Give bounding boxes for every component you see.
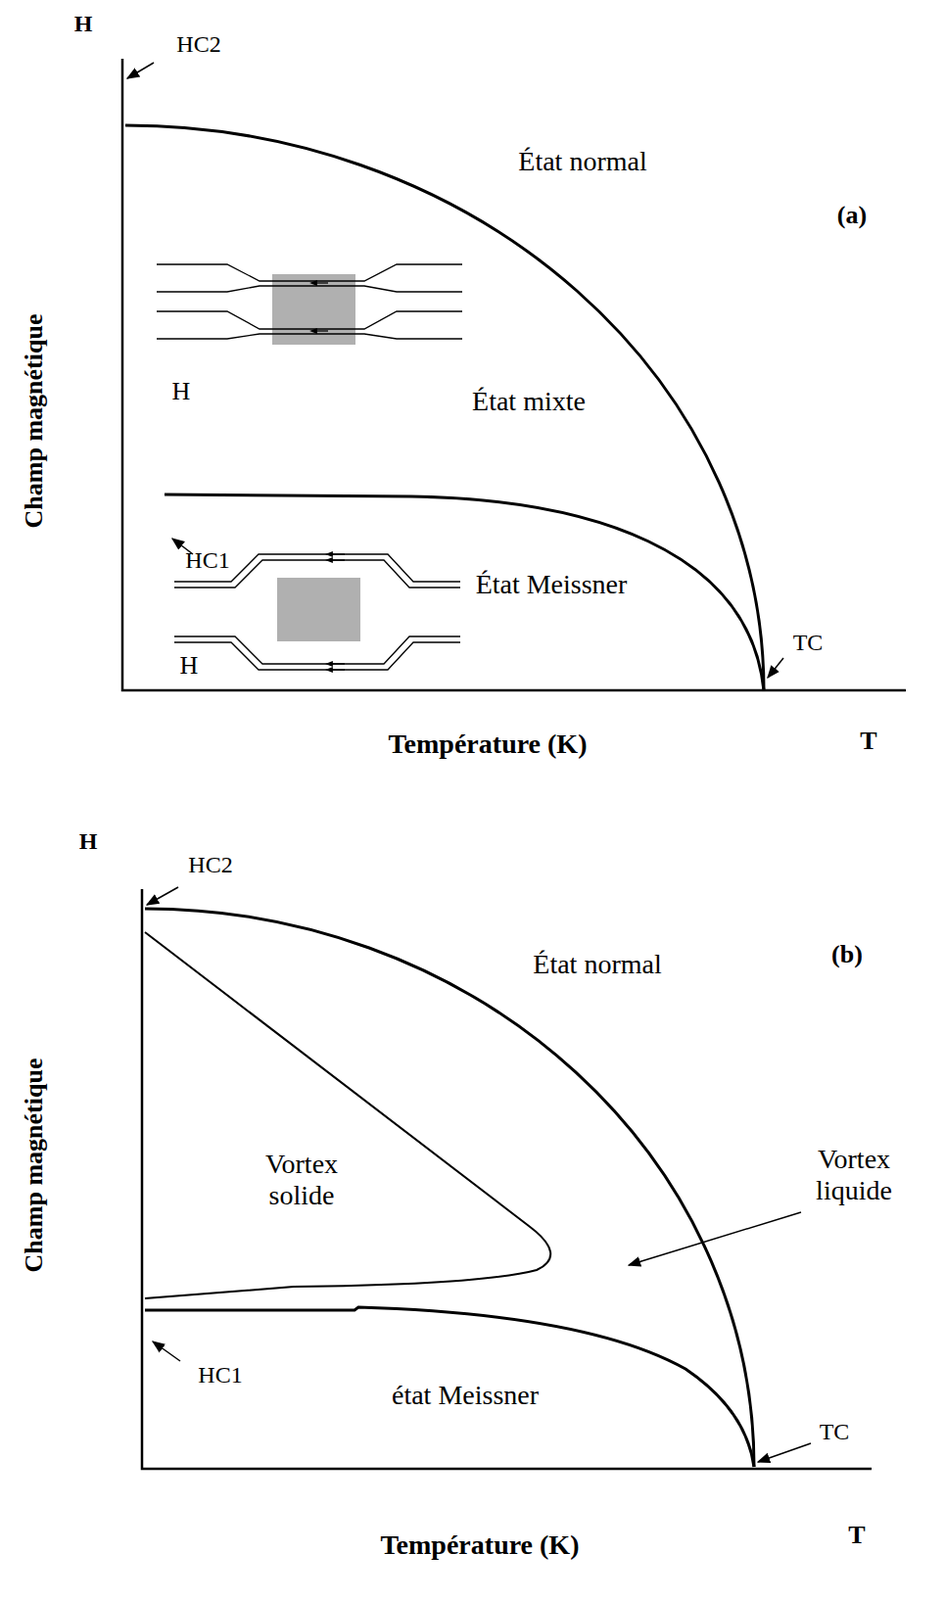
axes: [141, 889, 872, 1469]
axis-name: T: [848, 1520, 865, 1551]
axis-title: Champ magnétique: [19, 1058, 49, 1274]
hc2-curve: [144, 908, 755, 1467]
region-label: état Meissner: [386, 1379, 544, 1412]
field-label: HC2: [176, 31, 221, 59]
region-label: Vortex solide: [242, 1148, 361, 1212]
leader-arrow: [152, 1341, 181, 1362]
panel-b: [141, 887, 872, 1469]
region-label: État Meissner: [472, 568, 630, 601]
field-label: HC2: [188, 851, 233, 880]
panel-letter: (b): [831, 940, 863, 970]
leader-arrow: [146, 887, 179, 905]
melting-line: [144, 932, 551, 1299]
leader-arrow: [757, 1443, 811, 1463]
hc1-curve: [144, 1307, 755, 1467]
field-label: HC1: [197, 1362, 242, 1390]
axes: [122, 58, 906, 691]
point-label: TC: [793, 629, 824, 658]
axis-title: Champ magnétique: [19, 314, 49, 529]
leader-arrow: [127, 62, 154, 79]
axis-name: H: [79, 828, 98, 856]
panel-a: [122, 58, 906, 691]
axis-name: T: [859, 726, 877, 756]
field-label: HC1: [185, 547, 230, 575]
field-label: H: [180, 651, 199, 681]
leader-arrow: [767, 658, 784, 678]
region-label: Vortex liquide: [795, 1143, 913, 1207]
leader-arrow: [628, 1212, 802, 1266]
region-label: État mixte: [465, 385, 593, 418]
sample-square: [277, 577, 361, 642]
hc1-curve: [164, 494, 764, 691]
axis-title: Température (K): [388, 728, 588, 760]
point-label: TC: [819, 1418, 851, 1447]
hc2-curve: [125, 125, 764, 691]
field-label: H: [172, 377, 191, 407]
panel-letter: (a): [837, 200, 867, 231]
axis-title: Température (K): [380, 1529, 580, 1561]
axis-name: H: [74, 10, 94, 39]
region-label: État normal: [514, 145, 652, 178]
region-label: État normal: [528, 948, 666, 981]
field-lines: [156, 264, 463, 339]
